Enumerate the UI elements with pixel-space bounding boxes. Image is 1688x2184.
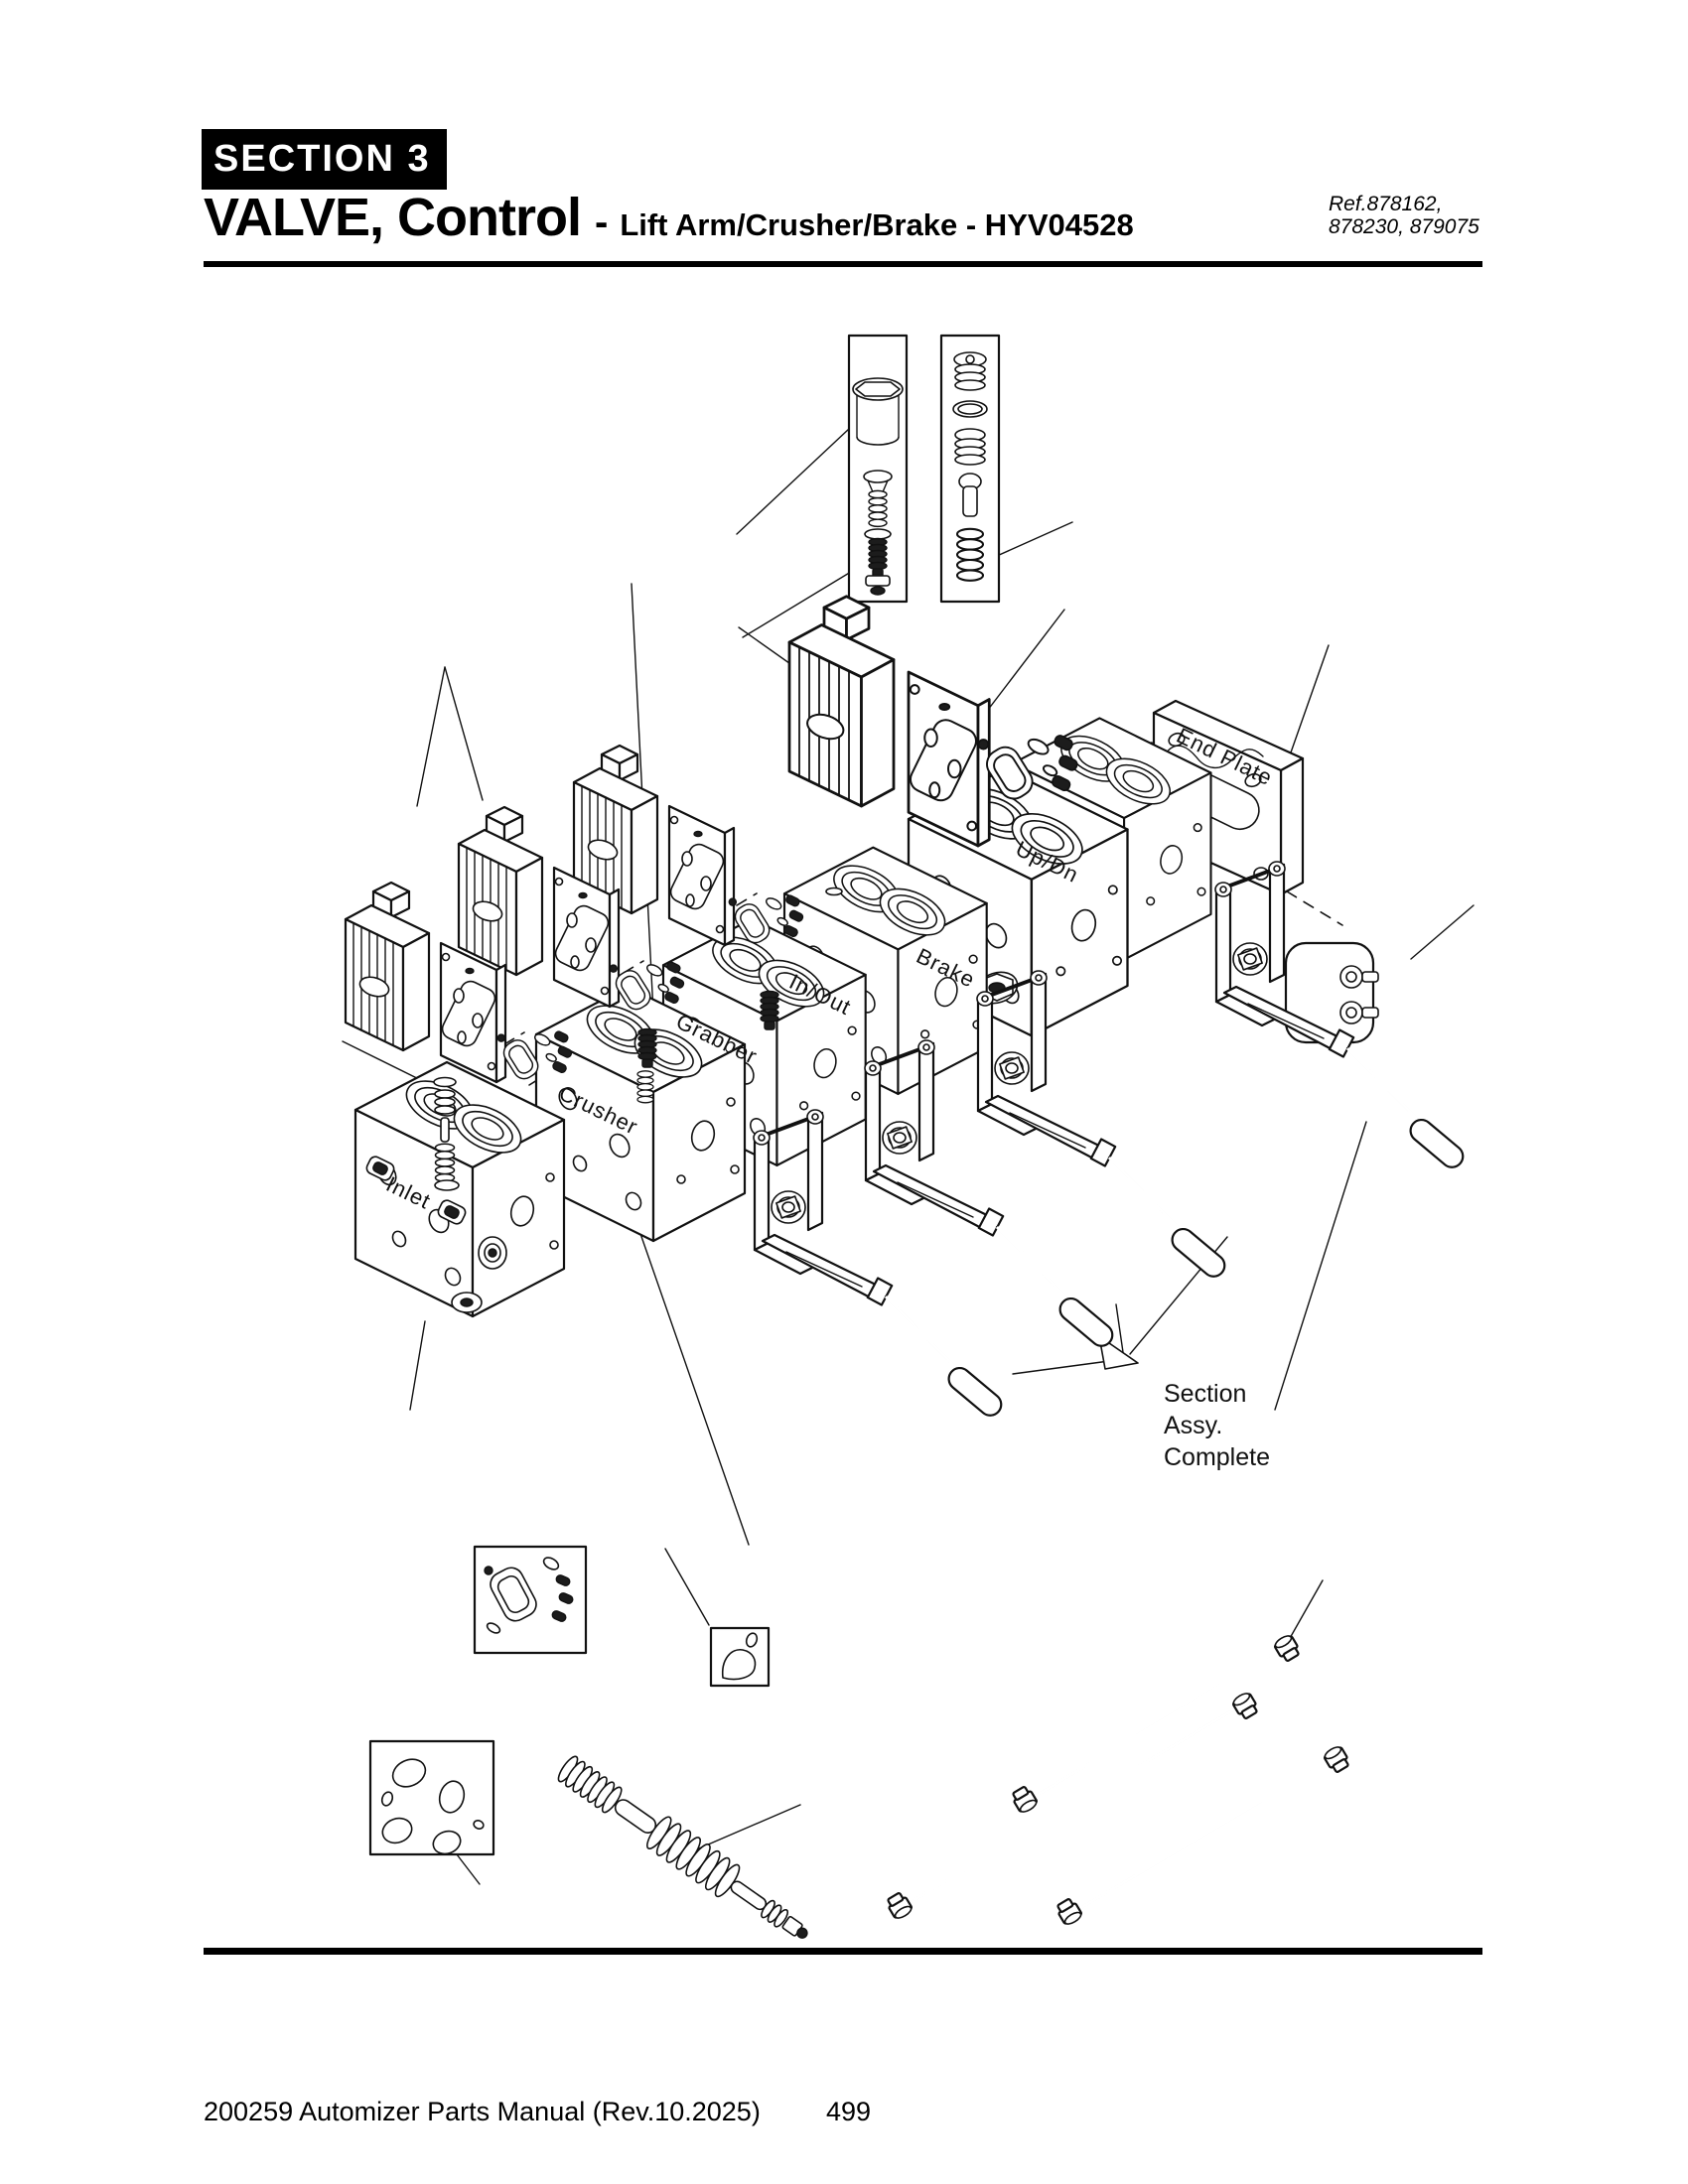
solenoid-top xyxy=(787,595,991,848)
footer-manual-info: 200259 Automizer Parts Manual (Rev.10.20… xyxy=(204,2097,761,2126)
ref-line-1: Ref.878162, xyxy=(1329,193,1443,215)
small-gasket-box xyxy=(709,1626,771,1688)
header-rule xyxy=(204,261,1482,267)
ref-line-2: 878230, 879075 xyxy=(1329,215,1479,238)
seal-kit-box xyxy=(473,1545,588,1655)
inlet-relief-parts xyxy=(433,1076,460,1191)
lever-4-port-block xyxy=(1284,941,1379,1044)
port-gasket-box xyxy=(368,1739,495,1856)
footer-page-number: 499 xyxy=(826,2097,872,2126)
title-dash: - xyxy=(594,201,609,244)
inlet-port-fittings xyxy=(365,1156,507,1313)
tie-rods xyxy=(884,1632,1352,1928)
detail-box-relief-valve xyxy=(847,334,909,604)
title-main: VALVE, Control xyxy=(204,188,582,247)
section-assy-annotation: Section Assy. Complete xyxy=(1164,1378,1270,1473)
title-subtitle: Lift Arm/Crusher/Brake - HYV04528 xyxy=(620,207,1134,242)
annotation-line-2: Assy. xyxy=(1164,1412,1223,1439)
annotation-line-1: Section xyxy=(1164,1380,1247,1408)
page-title: VALVE, Control - Lift Arm/Crusher/Brake … xyxy=(204,187,1134,248)
detail-box-check-valve xyxy=(939,334,1001,604)
spool-boot-assembly xyxy=(557,1755,808,1939)
inout-oring xyxy=(825,887,843,896)
footer-rule xyxy=(204,1948,1482,1955)
reference-numbers: Ref.878162, 878230, 879075 xyxy=(1329,193,1479,238)
annotation-line-3: Complete xyxy=(1164,1443,1270,1471)
section-badge: SECTION 3 xyxy=(202,129,447,190)
